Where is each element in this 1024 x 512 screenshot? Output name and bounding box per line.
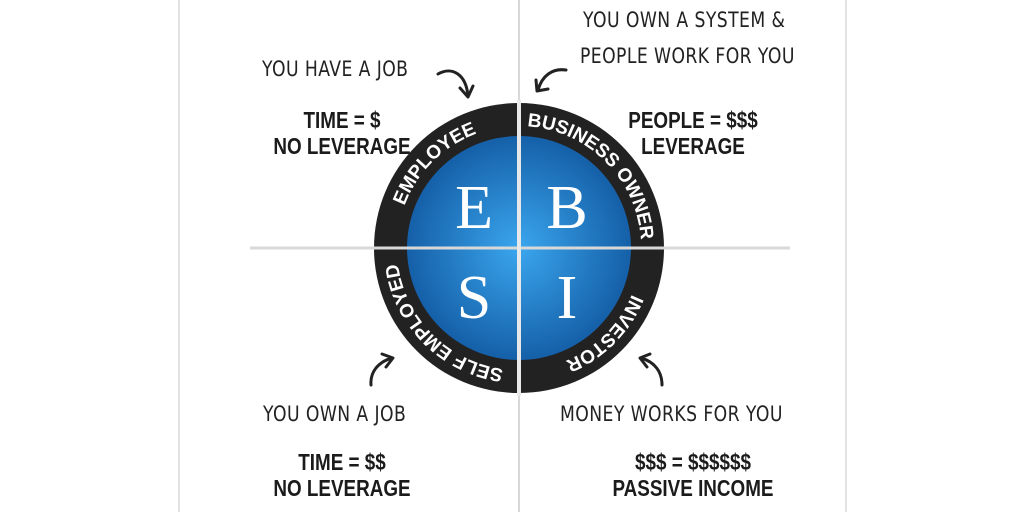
arrow-business-owner-icon [534,68,568,93]
employee-leverage: NO LEVERAGE [273,133,411,159]
self-employed-note: YOU OWN A JOB [263,402,407,426]
business-owner-formula: PEOPLE = $$$ [628,107,758,133]
letter-e: E [455,174,493,242]
letter-i: I [557,264,578,332]
investor-note: MONEY WORKS FOR YOU [560,402,783,426]
self-employed-formula: TIME = $$ [298,449,386,475]
business-owner-leverage: LEVERAGE [641,133,745,159]
business-owner-note-line2: PEOPLE WORK FOR YOU [580,44,795,68]
letter-s: S [457,264,491,332]
investor-income: PASSIVE INCOME [612,475,774,501]
right-panel-border [845,0,847,512]
employee-formula: TIME = $ [303,107,381,133]
arrow-investor-icon [638,352,664,387]
left-panel-border [178,0,180,512]
arrow-self-employed-icon [369,352,395,387]
investor-formula: $$$ = $$$$$$ [635,449,751,475]
arrow-employee-icon [436,69,475,99]
self-employed-leverage: NO LEVERAGE [273,475,411,501]
business-owner-note-line1: YOU OWN A SYSTEM & [583,8,786,32]
letter-b: B [546,174,587,242]
employee-note: YOU HAVE A JOB [262,57,409,81]
